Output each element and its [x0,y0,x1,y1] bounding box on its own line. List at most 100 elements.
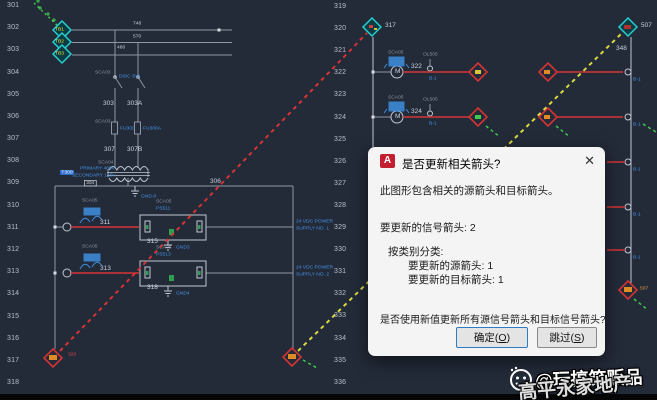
terminal-label: B-1 [429,121,437,126]
line-number: 310 [7,201,20,209]
wire-number: 311 [100,219,111,226]
transformer-tag: T300 [60,170,74,175]
ref-label: SCA05 [82,244,98,249]
line-number: 317 [7,356,20,364]
line-number: 306 [7,112,20,120]
arrow-ref: 507 [641,22,652,29]
line-number: 319 [334,3,347,10]
line-number: 305 [7,90,20,98]
wire-number: 306 [210,178,221,185]
line-number: 312 [7,245,20,253]
ok-accesskey: O [498,332,507,344]
fuse-label: FU300A [143,126,161,131]
component-label: DISC SW [119,74,140,79]
transformer-label: SECONDARY 120V [72,173,116,178]
line-number: 326 [334,157,347,165]
psu-description: SUPPLY NO. 2 [296,272,330,277]
wire-number: 307B [127,146,143,153]
psu-description: 24 VDC POWER [296,219,334,224]
ref-label: OL505 [423,52,438,57]
line-number: 318 [7,379,20,387]
dialog-question: 是否使用新值更新所有源信号箭头和目标信号箭头? [380,315,606,326]
ground-label: GND4 [176,291,190,296]
line-number: 302 [7,24,20,32]
bottom-edge-bar [0,394,657,400]
line-number: 331 [334,268,347,276]
ref-label: SCA05 [388,95,404,100]
line-number: 315 [7,312,20,320]
wire-label: 570 [133,34,142,39]
transformer-label: PRIMARY 480V [80,166,115,171]
dialog-title: 是否更新相关箭头? [402,159,501,171]
line-number: 301 [7,2,20,9]
wire-label: 480 [117,45,126,50]
wire-number: 304 [84,180,97,187]
line-number: 327 [334,179,347,187]
terminal-label: B-1 [633,167,641,172]
dialog-signal-count: 要更新的信号箭头: 2 [380,222,476,234]
power-supply-tag: PS511 [156,206,171,211]
ok-label-suffix: ) [506,332,511,344]
terminal-label: B-1 [633,255,641,260]
line-number: 314 [7,290,20,298]
line-number: 311 [7,223,19,231]
wire-number: 324 [411,108,422,115]
ref-label: OL505 [423,97,438,102]
wire-number: 318 [147,284,158,291]
update-arrows-dialog: A 是否更新相关箭头? ✕ 此图形包含相关的源箭头和目标箭头。 要更新的信号箭头… [368,147,606,356]
line-number: 325 [334,135,347,143]
terminal-label: B-1 [633,212,641,217]
motor-letter: M [395,113,401,120]
wire-label: 748 [133,21,142,26]
watermark-face-icon [510,366,532,391]
line-number: 321 [334,47,347,55]
terminal-tag: TB1 [55,27,64,32]
line-number: 313 [7,268,20,276]
psu-description: 24 VDC POWER [296,265,334,270]
psu-description: SUPPLY NO. 1 [296,226,330,231]
arrow-ref: 320 [68,352,77,357]
dialog-source-count: 要更新的源箭头: 1 [408,260,494,272]
dialog-message: 此图形包含相关的源箭头和目标箭头。 [380,185,559,197]
wire-number: 348 [616,45,627,52]
line-number: 320 [334,25,347,33]
line-number: 335 [334,356,347,364]
autocad-icon: A [380,154,395,168]
terminal-label: B-1 [633,77,641,82]
ref-label: SCA05 [388,50,404,55]
terminal-label: B-1 [429,76,437,81]
power-supply-tag: PS513 [156,252,171,257]
skip-label: 跳过( [549,332,574,344]
ref-label: SCA05 [156,245,172,250]
wire-number: 307 [104,146,115,153]
wire-number: 303A [127,100,143,107]
line-number: 330 [334,246,347,254]
arrow-ref: 507 [640,286,649,291]
wire-number: 303 [103,100,114,107]
dialog-category-header: 按类别分类: [388,246,444,258]
close-icon[interactable]: ✕ [584,153,595,168]
wire-number: 315 [147,238,158,245]
wire-number: 322 [411,63,422,70]
line-number: 328 [334,201,347,209]
ground-label: GND-0 [141,194,157,199]
line-number: 303 [7,46,20,54]
ref-label: SCA03 [95,119,111,124]
motor-letter: M [395,68,401,75]
ref-label: SCA03 [95,70,111,75]
dialog-titlebar[interactable]: A 是否更新相关箭头? ✕ [368,147,605,173]
line-number: 334 [334,334,347,342]
skip-accesskey: S [573,332,581,344]
ref-label: SCA05 [82,198,98,203]
line-number: 322 [334,69,347,77]
line-number: 316 [7,334,20,342]
ok-button[interactable]: 确定(O) [456,327,528,348]
line-number: 309 [7,179,20,187]
line-number: 332 [334,290,347,298]
skip-button[interactable]: 跳过(S) [537,327,597,348]
line-number: 308 [7,157,20,165]
terminal-tag: TB3 [55,51,64,56]
ok-label: 确定( [473,332,499,344]
line-number: 323 [334,91,347,99]
